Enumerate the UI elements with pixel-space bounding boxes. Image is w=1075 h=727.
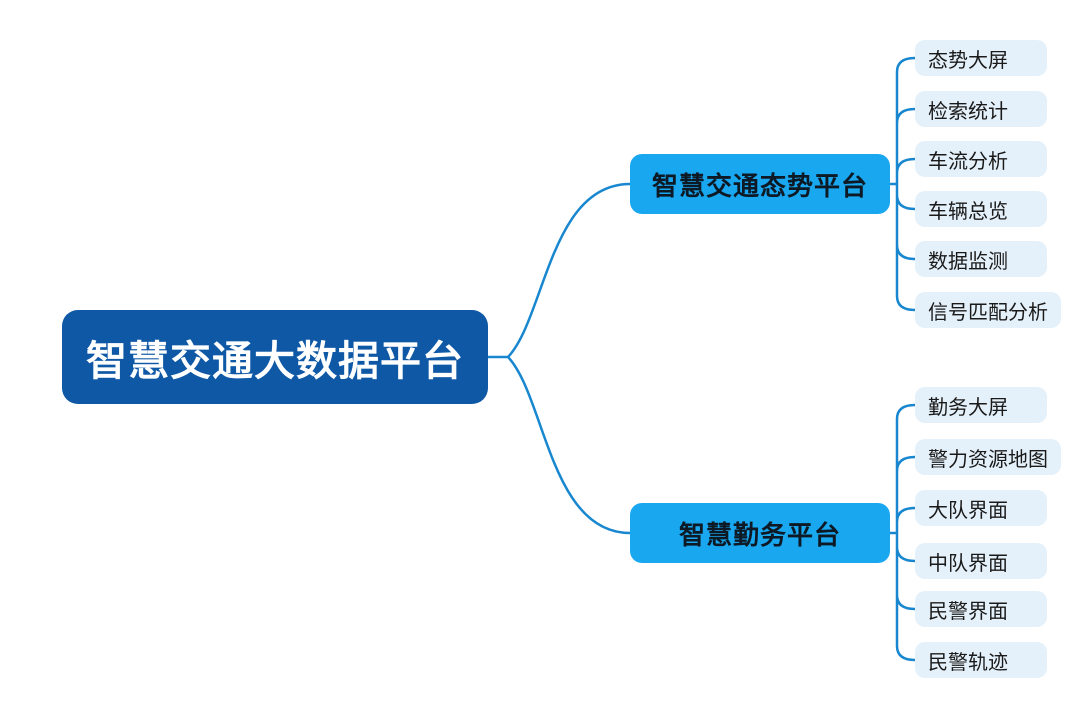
- leaf-node-situation-screen: 态势大屏: [915, 40, 1047, 76]
- leaf-node-police-resource-map: 警力资源地图: [915, 439, 1061, 475]
- leaf-node-signal-match-analysis: 信号匹配分析: [915, 292, 1061, 328]
- branch-node-duty-platform: 智慧勤务平台: [630, 503, 890, 563]
- edge-branch1-bracket: [888, 56, 917, 312]
- leaf-node-squadron-interface: 中队界面: [915, 543, 1047, 579]
- leaf-node-officer-interface: 民警界面: [915, 591, 1047, 627]
- leaf-node-duty-screen: 勤务大屏: [915, 387, 1047, 423]
- leaf-node-brigade-interface: 大队界面: [915, 490, 1047, 526]
- leaf-node-vehicle-overview: 车辆总览: [915, 191, 1047, 227]
- leaf-node-traffic-flow-analysis: 车流分析: [915, 141, 1047, 177]
- branch-node-traffic-situation: 智慧交通态势平台: [630, 154, 890, 214]
- edge-branch2-bracket: [888, 403, 917, 662]
- leaf-node-search-statistics: 检索统计: [915, 91, 1047, 127]
- root-node: 智慧交通大数据平台: [62, 310, 488, 404]
- edge-root-to-branches: [486, 182, 632, 535]
- leaf-node-data-monitoring: 数据监测: [915, 241, 1047, 277]
- leaf-node-officer-track: 民警轨迹: [915, 642, 1047, 678]
